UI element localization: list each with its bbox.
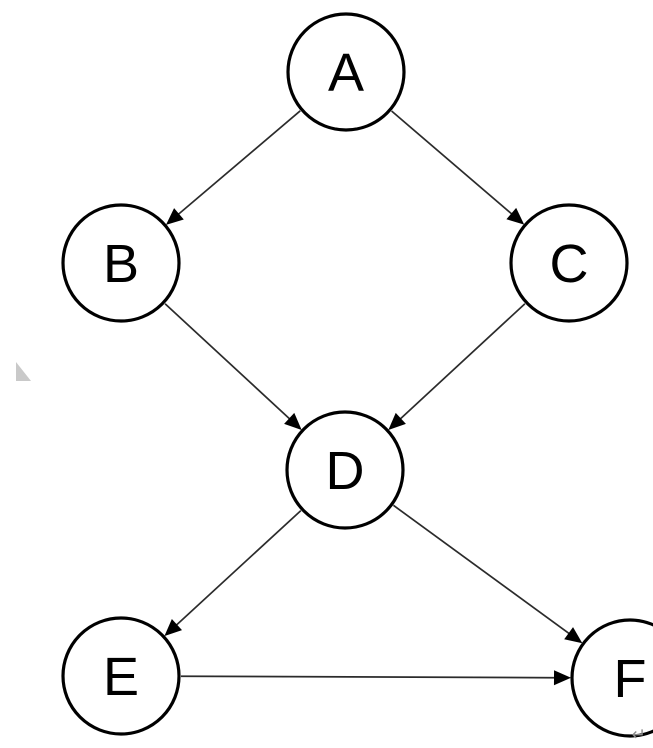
node-b[interactable]: B bbox=[61, 203, 181, 323]
arrowhead-icon bbox=[506, 207, 525, 225]
arrowhead-icon bbox=[553, 670, 572, 686]
arrowhead-icon bbox=[564, 627, 583, 644]
edge-e-to-f[interactable] bbox=[180, 670, 572, 686]
node-circle[interactable] bbox=[61, 203, 181, 323]
resize-handle-triangle[interactable] bbox=[16, 362, 31, 381]
node-circle[interactable] bbox=[509, 203, 629, 323]
edge-c-to-d[interactable] bbox=[388, 303, 526, 430]
node-circle[interactable] bbox=[570, 618, 653, 738]
edge-a-to-c[interactable] bbox=[391, 110, 525, 225]
node-label: B bbox=[103, 234, 139, 294]
node-a[interactable]: A bbox=[286, 12, 406, 132]
arrowhead-icon bbox=[164, 619, 183, 637]
edge-a-to-b[interactable] bbox=[165, 110, 301, 225]
edge-d-to-e[interactable] bbox=[164, 509, 302, 637]
nodes-layer: A B C D E F bbox=[61, 12, 653, 738]
node-e[interactable]: E bbox=[61, 616, 181, 736]
edges-layer bbox=[164, 110, 583, 686]
node-label: C bbox=[550, 234, 589, 294]
node-label: A bbox=[328, 43, 364, 103]
node-label: D bbox=[326, 441, 365, 501]
arrowhead-icon bbox=[165, 208, 184, 225]
node-circle[interactable] bbox=[285, 410, 405, 530]
edge-b-to-d[interactable] bbox=[164, 303, 302, 430]
arrowhead-icon bbox=[284, 412, 302, 430]
node-f[interactable]: F bbox=[570, 618, 653, 738]
node-circle[interactable] bbox=[61, 616, 181, 736]
paragraph-return-icon: ↵ bbox=[631, 725, 646, 745]
node-c[interactable]: C bbox=[509, 203, 629, 323]
node-label: E bbox=[103, 647, 139, 707]
node-d[interactable]: D bbox=[285, 410, 405, 530]
arrowhead-icon bbox=[388, 412, 406, 430]
edge-d-to-f[interactable] bbox=[392, 504, 583, 644]
node-label: F bbox=[614, 649, 647, 709]
node-circle[interactable] bbox=[286, 12, 406, 132]
